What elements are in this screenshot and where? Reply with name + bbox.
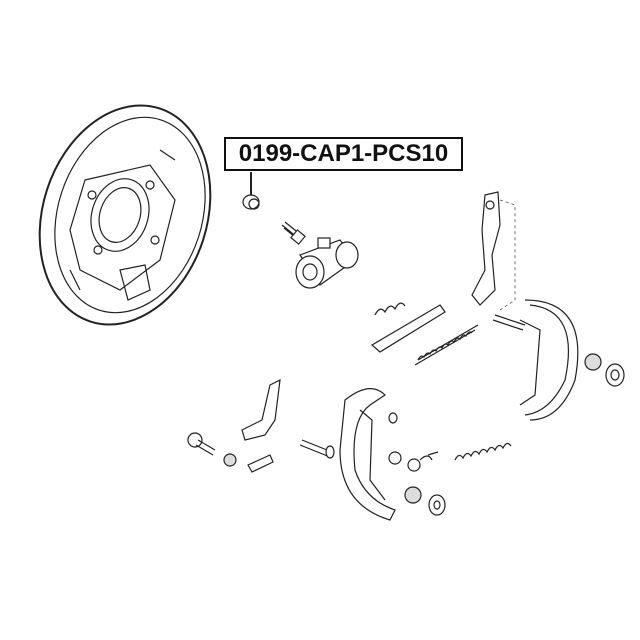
- pin-left: [187, 432, 274, 473]
- shoe-hardware: [388, 412, 512, 516]
- backing-plate: [38, 104, 212, 326]
- brake-shoe-left: [339, 388, 396, 521]
- pin-middle: [299, 439, 335, 459]
- spring-right: [584, 353, 625, 387]
- brake-shoe-right: [492, 299, 579, 421]
- bleeder-screw: [281, 221, 306, 245]
- cap-part: [242, 194, 260, 210]
- spring-strut: [370, 302, 479, 366]
- adjuster-lever: [471, 191, 516, 311]
- parking-lever: [241, 378, 281, 441]
- wheel-cylinder: [295, 237, 359, 289]
- part-number-label: 0199-CAP1-PCS10: [224, 137, 463, 171]
